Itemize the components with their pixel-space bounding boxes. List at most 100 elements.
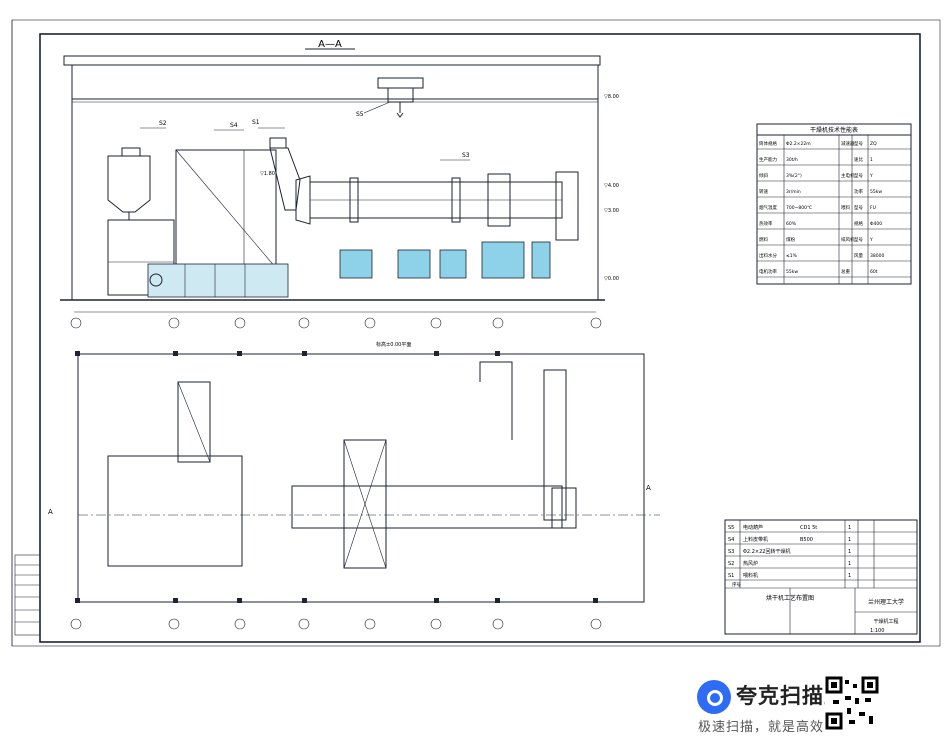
label-s1: S1 <box>252 119 260 126</box>
label-s5: S5 <box>356 111 364 118</box>
parts-list-cell: 1 <box>848 537 851 543</box>
school-name: 兰州理工大学 <box>868 598 904 606</box>
feeder-s1 <box>258 127 301 211</box>
parts-list-cell: 1 <box>848 549 851 555</box>
tech-table-cell: 热效率 <box>759 220 773 227</box>
watermark-band <box>0 648 950 740</box>
tech-table-cell: 3%(2°) <box>786 173 802 179</box>
tech-table-cell: 55kw <box>786 269 798 275</box>
section-title: A—A <box>318 39 342 50</box>
tech-table-cell: 燃料 <box>759 236 768 243</box>
label-s4: S4 <box>230 122 238 129</box>
tech-table-title: 干燥机技术性能表 <box>810 126 858 134</box>
parts-list-cell: 1 <box>848 573 851 579</box>
drawing-frame <box>39 33 921 643</box>
parts-list <box>724 519 918 635</box>
furnace-s2 <box>107 127 166 220</box>
tech-table-cell: 55kw <box>870 189 882 195</box>
parts-list-cell: S2 <box>728 561 734 567</box>
building-outline <box>60 55 605 301</box>
tech-table-cell: 型号 <box>854 236 863 243</box>
tech-table-cell: 30t/h <box>786 157 798 163</box>
parts-list-cell: S4 <box>728 537 734 543</box>
tech-table-cell: 减速器 <box>841 140 855 147</box>
parts-list-cell: 1 <box>848 561 851 567</box>
svg-text:▽1.80: ▽1.80 <box>260 171 275 177</box>
bin-s4 <box>175 129 277 269</box>
tech-table-cell: Φ2.2×22m <box>786 141 811 147</box>
parts-list-cell: S3 <box>728 549 734 555</box>
parts-list-cell: CD1 5t <box>800 525 817 531</box>
tech-table-cell: 排风机 <box>841 236 855 243</box>
tech-table-cell: 总重 <box>841 268 850 275</box>
tech-table-cell: 烟气温度 <box>759 204 777 211</box>
parts-list-cell: Φ2.2×22回转干燥机 <box>743 548 790 555</box>
tech-table-cell: 电机功率 <box>759 268 777 275</box>
tech-table-cell: 38000 <box>870 253 884 259</box>
parts-list-cell: 电动葫芦 <box>743 524 763 531</box>
svg-text:▽3.00: ▽3.00 <box>604 208 619 214</box>
tech-table-cell: 型号 <box>854 140 863 147</box>
elevation-marks: ▽8.00 ▽4.00 ▽3.00 ▽1.80 ▽0.00 <box>260 94 619 282</box>
tech-table-cell: 筒体规格 <box>759 140 777 147</box>
tech-table-cell: ZQ <box>870 141 877 147</box>
scanner-logo-icon <box>697 680 731 714</box>
tech-table-cell: FU <box>870 205 876 211</box>
svg-text:▽0.00: ▽0.00 <box>604 276 619 282</box>
tech-table-cell: 生产能力 <box>759 156 777 163</box>
parts-list-cell: 上料皮带机 <box>743 536 768 543</box>
tech-table-cell: 功率 <box>854 188 863 195</box>
parts-list-cell: 1 <box>848 525 851 531</box>
label-s3: S3 <box>462 152 470 159</box>
tech-table-cell: 型号 <box>854 204 863 211</box>
lower-structure <box>107 219 289 298</box>
svg-text:▽4.00: ▽4.00 <box>604 183 619 189</box>
parts-list-cell: S5 <box>728 525 734 531</box>
tech-table-cell: 型号 <box>854 172 863 179</box>
svg-text:▽8.00: ▽8.00 <box>604 94 619 100</box>
tech-table-cell: 1 <box>870 157 873 163</box>
section-axis-grid <box>70 311 602 329</box>
plan-axis-bubbles <box>70 618 602 630</box>
section-marker-right: A <box>646 484 651 492</box>
paper-edge <box>11 19 941 647</box>
tech-table-cell: Y <box>869 237 873 243</box>
plan-columns <box>75 351 598 603</box>
parts-header: 序号 <box>732 581 741 588</box>
tech-table-cell: ≤1% <box>786 253 798 259</box>
parts-list-cell: 热风炉 <box>743 560 758 567</box>
project-name: 干燥机工程 <box>873 618 898 625</box>
tech-table-cell: 出料水分 <box>759 252 777 259</box>
tech-table-cell: 主电机 <box>841 172 855 179</box>
section-marker-left: A <box>48 508 53 516</box>
tech-table <box>756 123 912 285</box>
tech-table-cell: 规格 <box>854 220 863 227</box>
tech-table-cell: 60% <box>786 221 797 227</box>
tech-table-cell: 速比 <box>854 156 863 163</box>
tech-table-cell: 60t <box>870 269 878 275</box>
parts-list-cell: B500 <box>800 537 813 543</box>
tech-table-cell: 风量 <box>854 252 863 259</box>
qr-code-icon <box>825 676 879 730</box>
watermark-slogan: 极速扫描，就是高效 <box>698 720 825 735</box>
tech-table-cell: Y <box>869 173 873 179</box>
scale-value: 1:100 <box>870 628 884 634</box>
tech-table-cell: 煤粉 <box>786 236 795 243</box>
drawing-name: 烘干机工艺布置图 <box>766 594 814 602</box>
plan-title: 标高±0.00平面 <box>376 341 411 348</box>
plan-view <box>77 353 660 603</box>
tech-table-cell: 倾斜 <box>759 172 768 179</box>
electric-hoist-s5 <box>363 77 424 118</box>
tech-table-cell: 喂料 <box>841 204 850 211</box>
tech-table-cell: Φ400 <box>870 221 882 227</box>
parts-list-cell: 喂料机 <box>743 572 758 579</box>
rotary-dryer-s3 <box>295 159 579 241</box>
tech-table-cell: 转速 <box>759 188 768 195</box>
label-s2: S2 <box>159 120 167 127</box>
foundation-piers <box>339 241 551 279</box>
tech-table-cell: 3r/min <box>786 189 801 195</box>
parts-list-cell: S1 <box>728 573 734 579</box>
